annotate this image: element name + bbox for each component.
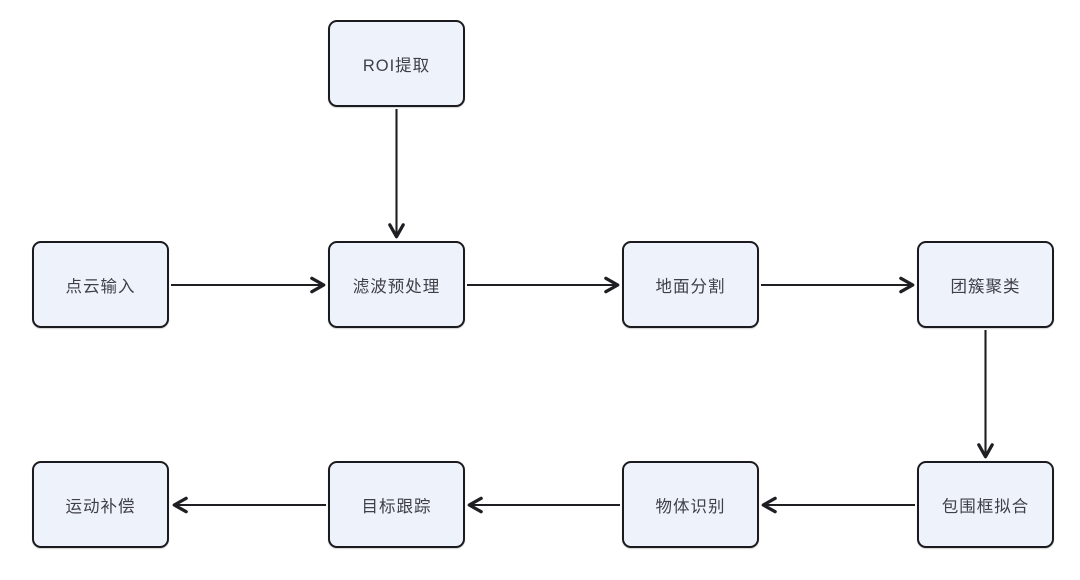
node-target-tracking: 目标跟踪 (328, 461, 465, 548)
node-object-recognition: 物体识别 (622, 461, 759, 548)
node-motion-compensation: 运动补偿 (32, 461, 169, 548)
node-point-cloud-input: 点云输入 (32, 241, 169, 328)
node-roi-extraction: ROI提取 (328, 20, 465, 107)
node-filter-preprocess: 滤波预处理 (328, 241, 465, 328)
node-ground-segmentation: 地面分割 (622, 241, 759, 328)
node-bounding-box-fit: 包围框拟合 (917, 461, 1054, 548)
node-cluster-clustering: 团簇聚类 (917, 241, 1054, 328)
